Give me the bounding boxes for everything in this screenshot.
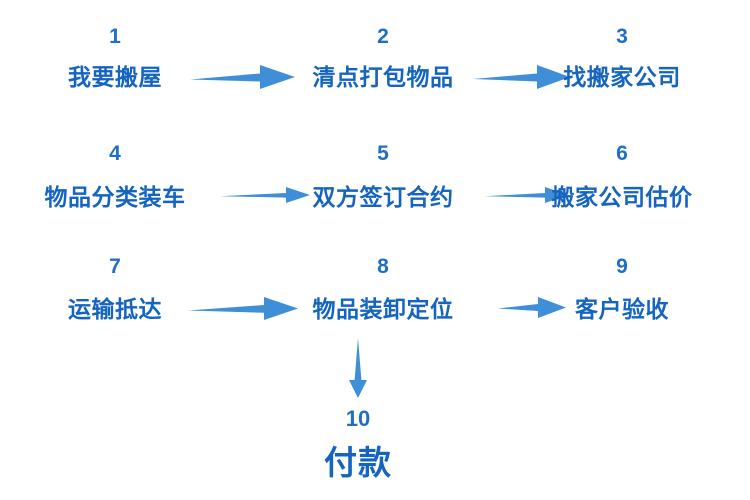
arrow-8-to-10-icon xyxy=(343,338,373,398)
flow-node-5[interactable]: 5 双方签订合约 xyxy=(313,143,454,209)
flow-node-4[interactable]: 4 物品分类装车 xyxy=(45,143,186,209)
flow-node-8[interactable]: 8 物品装卸定位 xyxy=(313,256,454,321)
flow-node-8-label: 物品装卸定位 xyxy=(312,296,454,322)
flow-node-6[interactable]: 6 搬家公司估价 xyxy=(552,143,693,209)
flow-node-2-label: 清点打包物品 xyxy=(312,64,454,90)
flow-node-7[interactable]: 7 运输抵达 xyxy=(68,256,162,321)
flow-node-3-label: 找搬家公司 xyxy=(563,64,681,90)
arrow-8-to-9-icon xyxy=(498,294,566,320)
arrow-4-to-5-icon xyxy=(220,184,310,206)
flow-node-6-number: 6 xyxy=(616,142,628,165)
flow-node-10-number: 10 xyxy=(345,406,371,431)
flow-node-3-number: 3 xyxy=(616,25,628,48)
arrow-7-to-8-icon xyxy=(188,294,298,322)
flow-node-1[interactable]: 1 我要搬屋 xyxy=(68,26,162,89)
flow-node-8-number: 8 xyxy=(377,255,389,278)
flow-node-2[interactable]: 2 清点打包物品 xyxy=(313,26,454,89)
flow-node-1-label: 我要搬屋 xyxy=(68,64,162,90)
arrow-2-to-3-icon xyxy=(473,62,570,92)
flow-node-4-number: 4 xyxy=(109,142,121,165)
flow-node-2-number: 2 xyxy=(377,25,389,48)
flow-node-9-label: 客户验收 xyxy=(575,296,669,322)
flow-node-1-number: 1 xyxy=(109,25,121,48)
flow-node-10-label: 付款 xyxy=(324,444,392,481)
flow-node-4-label: 物品分类装车 xyxy=(44,184,186,210)
flow-node-6-label: 搬家公司估价 xyxy=(551,184,693,210)
flow-node-9[interactable]: 9 客户验收 xyxy=(575,256,669,321)
flow-node-3[interactable]: 3 找搬家公司 xyxy=(563,26,681,89)
flow-node-7-label: 运输抵达 xyxy=(68,296,162,322)
flow-node-7-number: 7 xyxy=(109,255,121,278)
flow-node-10[interactable]: 10 付款 xyxy=(324,406,392,481)
flow-node-5-number: 5 xyxy=(377,142,389,165)
arrow-1-to-2-icon xyxy=(190,62,295,92)
flow-node-5-label: 双方签订合约 xyxy=(312,184,454,210)
flow-node-9-number: 9 xyxy=(616,255,628,278)
arrow-5-to-6-icon xyxy=(485,184,568,206)
